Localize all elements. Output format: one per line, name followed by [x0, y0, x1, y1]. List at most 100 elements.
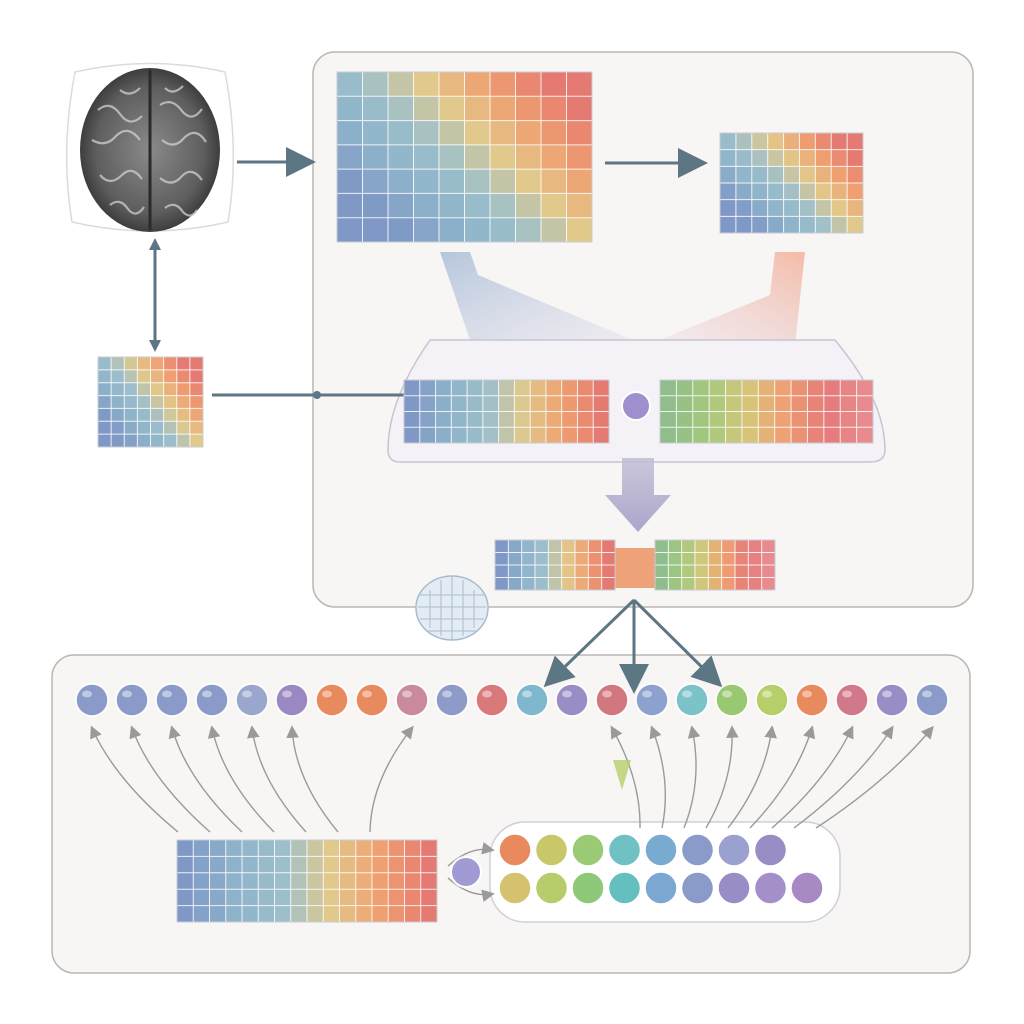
- matrix-cell: [464, 217, 491, 243]
- matrix-cell: [150, 357, 165, 371]
- matrix-cell: [163, 395, 178, 409]
- matrix-cell: [655, 540, 669, 553]
- matrix-cell: [464, 169, 491, 194]
- matrix-cell: [355, 889, 373, 907]
- matrix-cell: [521, 577, 536, 591]
- matrix-cell: [588, 552, 603, 566]
- merge-node-icon: [621, 391, 651, 421]
- matrix-cell: [561, 540, 576, 553]
- matrix-cell: [419, 380, 437, 397]
- matrix-cell: [176, 357, 191, 371]
- matrix-output-right: [654, 539, 776, 591]
- matrix-cell: [451, 395, 468, 412]
- matrix-cell: [467, 411, 484, 428]
- matrix-cell: [741, 380, 759, 397]
- matrix-cell: [404, 889, 422, 907]
- matrix-cell: [439, 193, 465, 219]
- matrix-cell: [541, 96, 567, 122]
- matrix-cell: [541, 144, 567, 170]
- cluster-node: [498, 871, 532, 905]
- matrix-cell: [111, 369, 125, 384]
- graph-node: [475, 683, 509, 717]
- matrix-cell: [575, 565, 589, 578]
- matrix-cell: [258, 872, 275, 890]
- matrix-cell: [721, 552, 736, 566]
- matrix-cell: [548, 540, 563, 553]
- matrix-cell: [514, 395, 531, 412]
- matrix-cell: [176, 421, 191, 435]
- matrix-cell: [413, 217, 440, 243]
- matrix-cell: [668, 540, 683, 553]
- matrix-cell: [807, 411, 825, 428]
- matrix-cell: [137, 421, 151, 435]
- matrix-cell: [721, 540, 736, 553]
- matrix-cell: [307, 889, 324, 907]
- matrix-cell: [721, 565, 736, 578]
- merge-node-icon: [450, 856, 482, 888]
- matrix-cell: [225, 856, 243, 874]
- matrix-cell: [856, 427, 874, 444]
- matrix-cell: [464, 144, 491, 170]
- matrix-cell: [601, 565, 616, 578]
- node-highlight: [282, 690, 292, 698]
- matrix-cell: [514, 380, 531, 397]
- graph-node: [675, 683, 709, 717]
- graph-node: [115, 683, 149, 717]
- matrix-cell: [725, 380, 743, 397]
- matrix-cell: [498, 395, 515, 412]
- matrix-cell: [575, 552, 589, 566]
- matrix-cell: [339, 905, 357, 923]
- matrix-cell: [98, 421, 112, 435]
- cluster-node: [534, 871, 569, 905]
- matrix-cell: [137, 357, 151, 371]
- matrix-cell: [274, 905, 292, 923]
- matrix-cell: [847, 183, 864, 201]
- matrix-cell: [791, 411, 808, 428]
- matrix-cell: [404, 905, 422, 923]
- matrix-cell: [856, 411, 874, 428]
- matrix-cell: [823, 427, 841, 444]
- matrix-cell: [521, 540, 536, 553]
- matrix-cell: [111, 395, 125, 409]
- matrix-cell: [339, 872, 357, 890]
- matrix-cell: [337, 217, 363, 243]
- matrix-cell: [388, 144, 414, 170]
- matrix-cell: [290, 889, 308, 907]
- matrix-cell: [735, 133, 753, 151]
- matrix-cell: [388, 72, 414, 97]
- matrix-cell: [163, 382, 178, 397]
- matrix-cell: [815, 133, 832, 151]
- matrix-cell: [577, 395, 594, 412]
- matrix-cell: [150, 434, 165, 448]
- graph-node: [195, 683, 229, 717]
- matrix-cell: [720, 183, 737, 201]
- matrix-cell: [561, 427, 578, 444]
- node-highlight: [922, 690, 932, 698]
- matrix-cell: [758, 427, 776, 444]
- matrix-cell: [435, 380, 452, 397]
- matrix-cell: [575, 577, 589, 591]
- matrix-cell: [831, 133, 848, 151]
- matrix-cell: [339, 840, 357, 857]
- matrix-cell: [735, 166, 753, 184]
- matrix-cell: [490, 72, 516, 97]
- matrix-cell: [515, 193, 542, 219]
- matrix-cell: [774, 395, 792, 412]
- matrix-cell: [355, 840, 373, 857]
- matrix-cell: [847, 133, 864, 151]
- matrix-cell: [177, 889, 194, 907]
- matrix-cell: [807, 380, 825, 397]
- matrix-cell: [339, 856, 357, 874]
- matrix-cell: [541, 193, 567, 219]
- matrix-cell: [323, 840, 340, 857]
- matrix-cell: [799, 199, 816, 217]
- node-highlight: [322, 690, 332, 698]
- matrix-cell: [521, 565, 536, 578]
- matrix-cell: [508, 552, 523, 566]
- matrix-cell: [840, 380, 858, 397]
- matrix-cell: [695, 577, 709, 591]
- matrix-cell: [751, 199, 769, 217]
- graph-node: [395, 683, 429, 717]
- matrix-cell: [420, 905, 438, 923]
